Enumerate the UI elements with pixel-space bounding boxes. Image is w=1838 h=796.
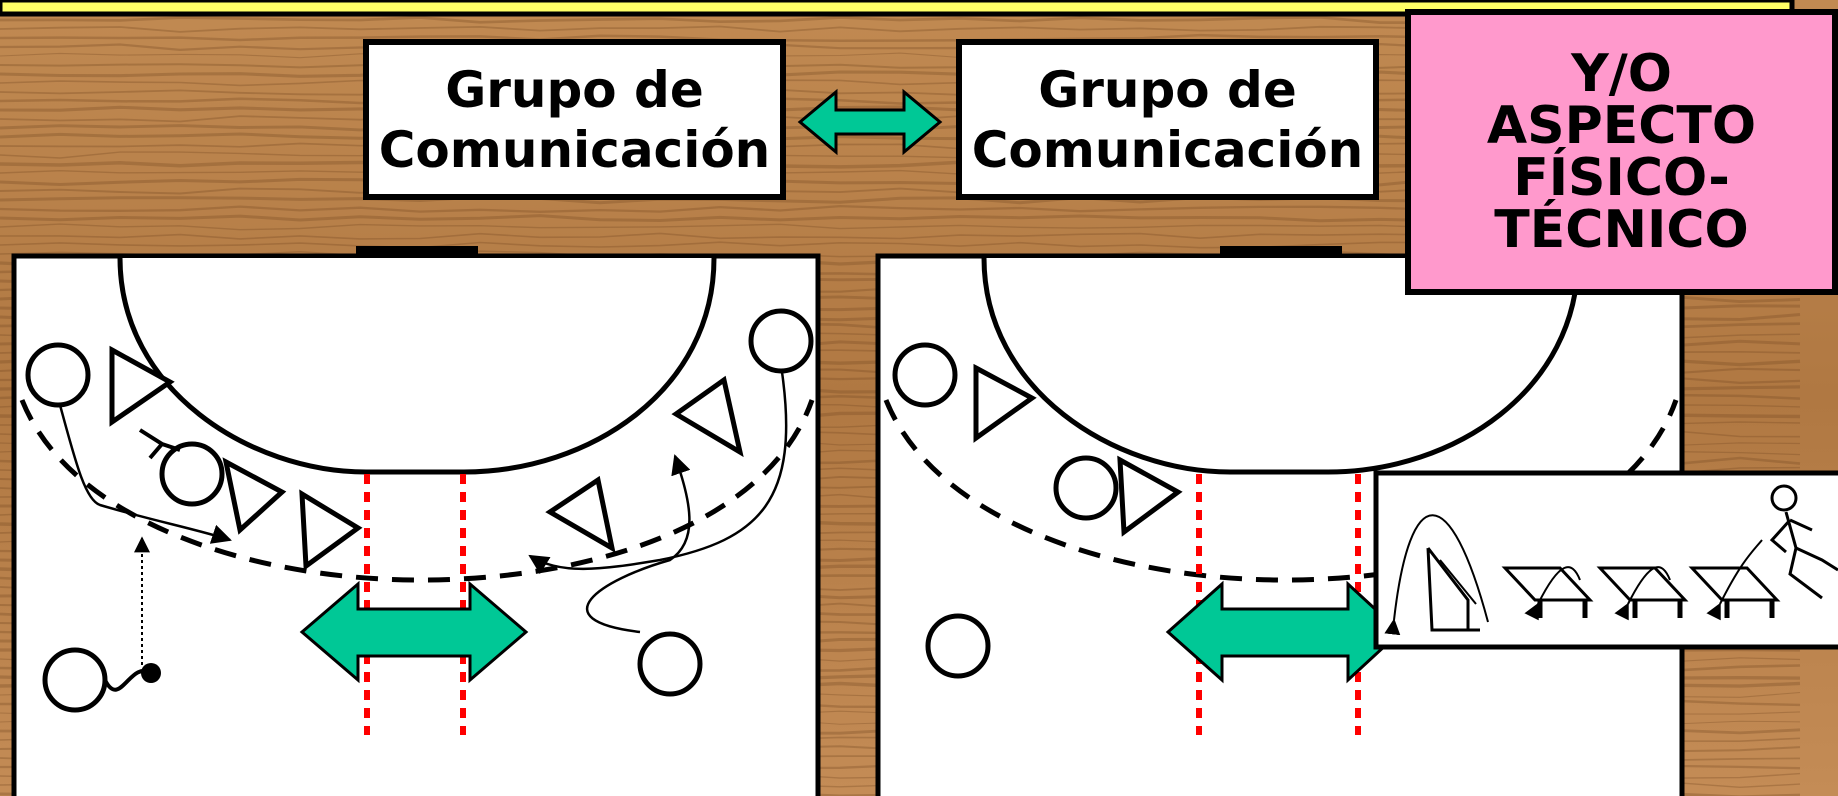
left-free-throw-line	[19, 399, 815, 583]
defender-triangle	[222, 457, 287, 535]
player-circle	[925, 613, 991, 679]
right-goal-area	[981, 257, 1581, 475]
right-group-label-box: Grupo de Comunicación	[956, 39, 1379, 200]
right-group-line-1: Grupo de	[1038, 60, 1297, 119]
defender-triangle	[545, 475, 616, 553]
run-path	[58, 404, 232, 544]
player-circle	[159, 441, 225, 507]
pink-label-box: Y/O ASPECTO FÍSICO- TÉCNICO	[1405, 9, 1838, 295]
player-circle	[1053, 455, 1119, 521]
stick-figure-runner-icon	[1769, 484, 1838, 600]
pink-line-2: ASPECTO	[1486, 96, 1757, 156]
left-group-line-1: Grupo de	[445, 60, 704, 119]
pink-line-4: TÉCNICO	[1494, 200, 1749, 260]
defender-triangle	[299, 489, 363, 571]
dribble-path	[103, 668, 153, 692]
bench-icon	[1501, 566, 1594, 618]
bench-icon	[1688, 566, 1781, 618]
run-path	[528, 371, 788, 575]
player-circle	[748, 308, 814, 374]
left-group-label-box: Grupo de Comunicación	[363, 39, 786, 200]
center-double-arrow-icon	[797, 88, 943, 156]
player-circle	[637, 631, 703, 697]
pink-line-3: FÍSICO-	[1513, 148, 1730, 208]
left-double-arrow-icon	[299, 580, 529, 684]
player-circle	[25, 342, 91, 408]
right-group-line-2: Comunicación	[971, 120, 1364, 179]
right-court	[875, 246, 1838, 796]
player-circle	[42, 647, 108, 713]
hurdle-icon	[1426, 547, 1480, 632]
defender-triangle	[1117, 455, 1183, 537]
left-group-line-2: Comunicación	[378, 120, 771, 179]
defender-triangle	[671, 375, 744, 458]
run-path	[585, 454, 691, 634]
left-goal-area	[117, 257, 717, 475]
defender-triangle	[109, 345, 175, 427]
player-circle	[892, 342, 958, 408]
exercise-panel	[1373, 470, 1838, 650]
pink-line-1: Y/O	[1571, 44, 1672, 104]
bench-icon	[1596, 566, 1689, 618]
defender-triangle	[973, 363, 1037, 443]
left-court	[11, 246, 821, 796]
